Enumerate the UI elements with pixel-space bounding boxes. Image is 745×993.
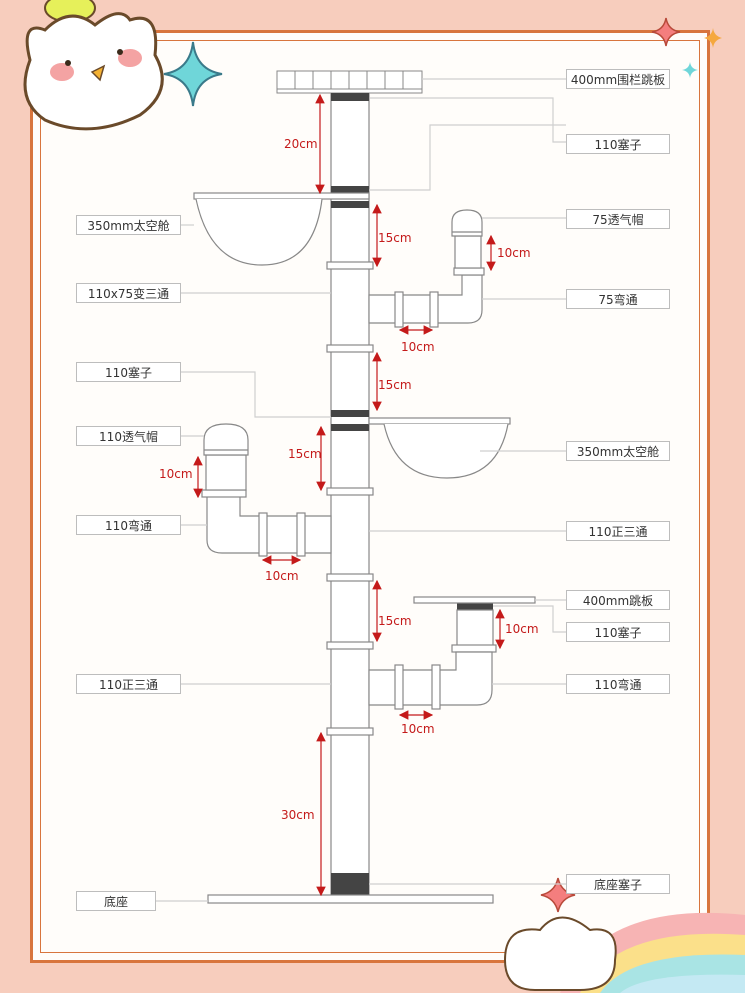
- label-elbow-75: 75弯通: [566, 289, 670, 309]
- label-vent-cap-110: 110透气帽: [76, 426, 181, 446]
- label-elbow-110-left: 110弯通: [76, 515, 181, 535]
- label-base: 底座: [76, 891, 156, 911]
- label-tee-110-right: 110正三通: [566, 521, 670, 541]
- capsule-right: [368, 417, 511, 479]
- dimension-10cm-branch-upper: 10cm: [401, 340, 435, 354]
- dimension-15cm-upper: 15cm: [378, 231, 412, 245]
- label-board-plug: 110塞子: [566, 622, 670, 642]
- branch-upper-right: [368, 209, 485, 328]
- label-top-fence-board: 400mm围栏跳板: [566, 69, 670, 89]
- dimension-15cm-fourth: 15cm: [378, 614, 412, 628]
- top-fence-board: [276, 70, 423, 94]
- plugs: [331, 93, 493, 895]
- dimension-15cm-third: 15cm: [288, 447, 322, 461]
- dimension-10cm-board: 10cm: [505, 622, 539, 636]
- dimension-10cm-vent110: 10cm: [159, 467, 193, 481]
- dimension-20cm: 20cm: [284, 137, 318, 151]
- dimension-10cm-branch-lower: 10cm: [401, 722, 435, 736]
- label-top-plug: 110塞子: [566, 134, 670, 154]
- label-capsule-left: 350mm太空舱: [76, 215, 181, 235]
- dimension-30cm: 30cm: [281, 808, 315, 822]
- cat-decoration: [23, 0, 164, 131]
- label-tee-110-left: 110正三通: [76, 674, 181, 694]
- label-elbow-110-right: 110弯通: [566, 674, 670, 694]
- label-base-plug: 底座塞子: [566, 874, 670, 894]
- inner-frame: [40, 40, 700, 953]
- branch-lower-right: [368, 596, 536, 710]
- label-board-400: 400mm跳板: [566, 590, 670, 610]
- dimension-15cm-second: 15cm: [378, 378, 412, 392]
- outer-frame: [30, 30, 710, 963]
- capsule-left: [193, 192, 370, 266]
- dimension-arrows: [193, 93, 505, 897]
- dimension-10cm-vent75: 10cm: [497, 246, 531, 260]
- leader-lines: [156, 78, 566, 902]
- dimension-10cm-branch-middle: 10cm: [265, 569, 299, 583]
- rainbow-decoration: [503, 912, 745, 993]
- label-vent-cap-75: 75透气帽: [566, 209, 670, 229]
- branch-middle-left: [201, 423, 332, 557]
- base-board: [207, 894, 494, 904]
- label-capsule-right: 350mm太空舱: [566, 441, 670, 461]
- label-mid-plug: 110塞子: [76, 362, 181, 382]
- couplings: [326, 261, 374, 736]
- sparkle-icon: [163, 17, 731, 982]
- label-reducer-tee: 110x75变三通: [76, 283, 181, 303]
